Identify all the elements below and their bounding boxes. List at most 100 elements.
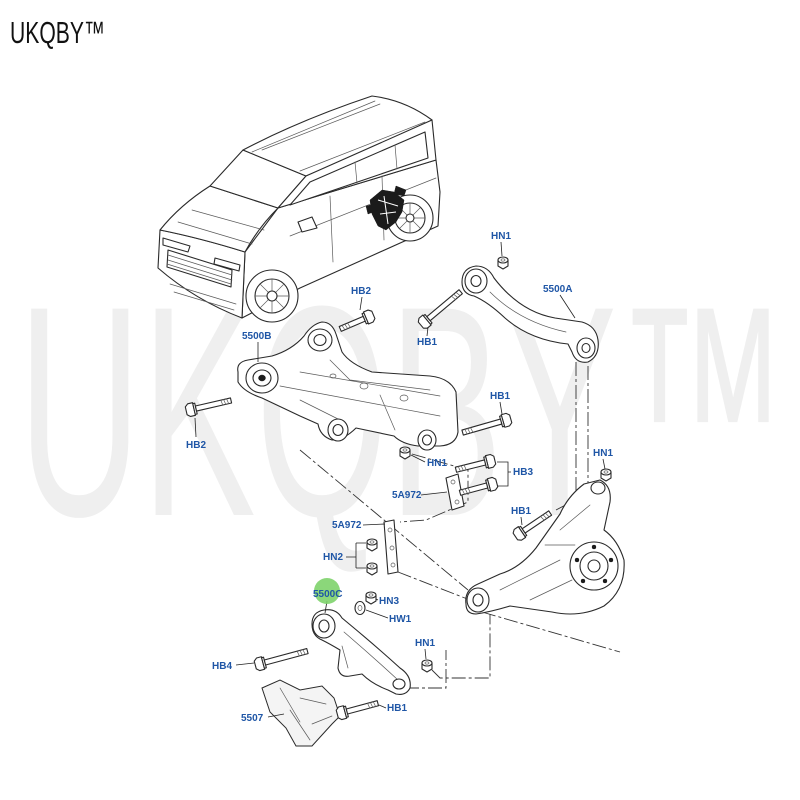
bolt-shank — [338, 315, 366, 332]
callout-labels: HN1 5500A HB2 HB1 5500B HB2 HB1 HN1 HB3 … — [186, 231, 613, 724]
callout-hn1-upper-arm: HN1 — [491, 231, 511, 242]
nut-face — [366, 562, 378, 570]
leader-hw1 — [365, 609, 389, 619]
alignment-lines — [299, 362, 621, 689]
leader-hn1-knuckle — [602, 458, 606, 470]
nut-face — [600, 468, 612, 476]
leader-5500a — [559, 294, 576, 319]
bolt-thread — [457, 464, 467, 472]
callout-hw1: HW1 — [389, 614, 412, 625]
bushing-rubber — [332, 423, 344, 437]
callout-hb1-lower-arm: HB1 — [387, 703, 407, 714]
leader-hn1-subframe — [410, 454, 426, 463]
brand-logo: UKQBY™ — [10, 15, 105, 50]
rear-suspension-cluster-highlights — [377, 195, 399, 225]
callout-hb1-knuckle: HB1 — [511, 506, 531, 517]
nut-hn1-lower-arm — [421, 659, 433, 673]
bolt-thread — [220, 398, 230, 406]
subframe-top-bushing — [307, 328, 333, 352]
bolt-hb3-upper — [454, 453, 497, 473]
bolt-hb2-upper — [338, 309, 376, 332]
bolt-hb1-knuckle — [512, 510, 553, 541]
bushing-bore — [258, 374, 266, 382]
alignment-line-lower-arm-a — [431, 614, 491, 679]
bolt-shank — [194, 397, 233, 412]
vehicle-lower-intake — [169, 283, 237, 311]
rear-hub — [405, 213, 415, 223]
callout-hn1-subframe: HN1 — [427, 458, 447, 469]
alignment-line-subframe-nut — [399, 453, 469, 523]
leader-5a972-right — [420, 491, 448, 496]
bracket-left — [383, 519, 399, 575]
callout-5507: 5507 — [241, 713, 264, 724]
subframe-lower-bushing — [327, 418, 349, 442]
subframe-right-bushing — [417, 429, 437, 451]
nut-face — [399, 446, 411, 454]
vehicle-hood-creases — [177, 209, 265, 245]
callout-hb2-upper: HB2 — [351, 286, 371, 297]
rear-subframe — [237, 321, 459, 451]
callout-hn2: HN2 — [323, 552, 343, 563]
washer-bore — [357, 605, 363, 611]
subframe-body — [237, 321, 459, 447]
bracket-plate — [383, 519, 399, 575]
nut-face — [421, 659, 433, 667]
callout-hn1-knuckle: HN1 — [593, 448, 613, 459]
vehicle-pillars — [354, 144, 398, 184]
front-hub — [266, 290, 278, 302]
upper-arm-inner-bushing-bore — [470, 274, 482, 288]
nut-hn2-upper — [366, 538, 378, 552]
bolt-shank — [461, 418, 503, 436]
nut-hn3 — [365, 591, 377, 605]
nut-bore — [402, 448, 408, 452]
nut-bore — [424, 661, 430, 665]
wheel-stud — [580, 578, 586, 584]
shield-folds — [279, 687, 333, 741]
highlight-marker — [314, 578, 340, 604]
leader-hn3 — [375, 598, 379, 601]
leader-hb1-subframe — [499, 401, 503, 415]
vehicle-illustration — [157, 95, 441, 323]
leader-hb4 — [235, 662, 255, 666]
knuckle-lower-bushing-bore — [472, 593, 484, 607]
nut-bore — [603, 470, 609, 474]
nut-face — [365, 591, 377, 599]
upper-arm-body — [461, 265, 599, 363]
knuckle-upper-boss — [590, 481, 606, 495]
lower-arm-rib — [341, 631, 399, 681]
bolt-thread — [540, 512, 550, 521]
washer-body — [354, 600, 366, 616]
bolt-thread — [464, 427, 474, 435]
bushing-rubber — [421, 434, 433, 446]
upper-arm-rib — [489, 291, 567, 333]
subframe-crossmember-lines — [279, 359, 441, 431]
underbody-shield — [261, 679, 341, 747]
lower-arm-bushing-bore — [318, 619, 330, 633]
lower-arm-body — [311, 609, 411, 695]
vehicle-grille — [166, 249, 233, 288]
wheel-stud — [602, 578, 608, 584]
nut-hn1-upper-arm — [497, 256, 509, 270]
wheel-stud — [591, 544, 597, 550]
nut-face — [497, 256, 509, 264]
vehicle-headlight-right — [213, 257, 241, 272]
vehicle-headlight-left — [162, 237, 191, 253]
callout-hn1-lower-arm: HN1 — [415, 638, 435, 649]
bolt-hb1-lower-arm — [335, 700, 380, 721]
bolt-hb1-upper-arm — [417, 289, 463, 329]
bolt-thread — [367, 701, 376, 709]
bolt-head — [512, 526, 527, 541]
rear-suspension-location-marker — [365, 185, 407, 231]
vehicle-side-windows — [289, 131, 429, 206]
wheel-hub — [569, 541, 619, 591]
hub-center — [587, 559, 601, 573]
leader-hb1-upper-arm — [426, 326, 429, 337]
front-wheel — [245, 269, 299, 323]
callout-5500c: 5500C — [313, 589, 342, 600]
leader-hb2-left — [194, 417, 197, 438]
alignment-line-bracket-to-knuckle — [397, 571, 471, 601]
bushing-rubber — [313, 333, 327, 347]
washer-hw1 — [354, 600, 366, 616]
leader-hn1-lower-arm — [424, 648, 427, 660]
